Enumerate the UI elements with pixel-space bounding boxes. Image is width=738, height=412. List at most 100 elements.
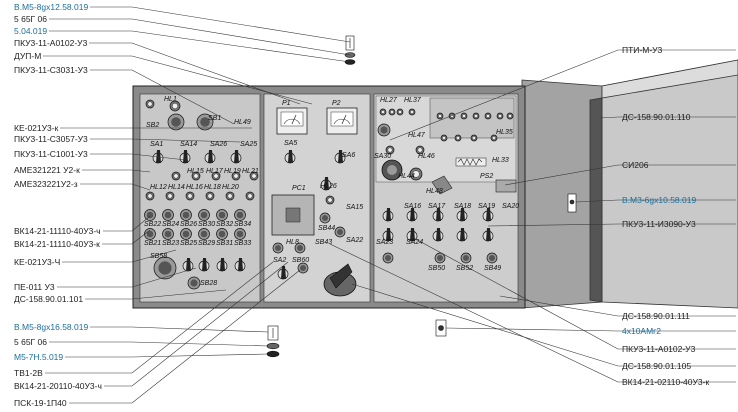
push-button <box>377 123 391 137</box>
leader-line <box>389 49 736 141</box>
indicator-lamp <box>396 108 404 116</box>
leader-line <box>49 18 351 56</box>
leader-line <box>45 261 274 374</box>
left-callout-label: 5 65Г 06 <box>14 14 47 24</box>
indicator-lamp <box>191 171 201 181</box>
indicator-lamp <box>472 112 480 120</box>
rivet-right <box>567 193 577 213</box>
leader-line <box>82 169 151 173</box>
designator-sa23: SA23 <box>376 239 393 246</box>
indicator-lamp <box>205 191 215 201</box>
indicator-lamp <box>171 171 181 181</box>
designator-hl8: HL8 <box>286 239 299 246</box>
designator-sb43: SB43 <box>315 239 332 246</box>
selector-switch <box>456 208 468 222</box>
designator-p2: P2 <box>332 100 341 107</box>
designator-sb50: SB50 <box>428 265 445 272</box>
indicator-lamp <box>225 191 235 201</box>
rivet-bottom <box>435 319 447 337</box>
ps2-block <box>495 179 517 193</box>
designator-sa25: SA25 <box>240 141 257 148</box>
designator-hl27: HL27 <box>380 97 398 104</box>
designator-sb21: SB21 <box>144 240 161 247</box>
designator-sa15: SA15 <box>346 204 363 211</box>
push-button <box>486 252 498 264</box>
indicator-lamp <box>409 167 423 181</box>
push-button <box>216 228 228 240</box>
push-button <box>167 113 185 131</box>
right-callout-label: В.М3-6gх10.58.019 <box>622 195 697 205</box>
indicator-lamp <box>506 112 514 120</box>
designator-sa17: SA17 <box>428 203 446 210</box>
designator-sb32: SB32 <box>216 221 233 228</box>
designator-sa16: SA16 <box>404 203 421 210</box>
screw-assembly-top <box>344 35 356 65</box>
leader-line <box>90 153 187 161</box>
leader-line <box>351 283 736 367</box>
designator-hl44: HL44 <box>398 173 415 180</box>
indicator-lamp <box>245 191 255 201</box>
leader-line <box>599 116 736 119</box>
indicator-lamp <box>379 108 387 116</box>
designator-pc1: PC1 <box>292 185 306 192</box>
left-callout-label: ПКУ3-11-С1001-У3 <box>14 149 88 159</box>
selector-switch <box>234 258 246 272</box>
designator-sb2: SB2 <box>146 122 159 129</box>
leader-line <box>62 249 177 263</box>
right-callout-label: 4х10АМг2 <box>622 326 662 336</box>
right-callout-label: ДС-158.90.01.105 <box>622 361 692 371</box>
push-button <box>180 209 192 221</box>
designator-sa19: SA19 <box>478 203 495 210</box>
designator-hl49: HL49 <box>234 119 251 126</box>
designator-sb25: SB25 <box>180 240 197 247</box>
leader-line <box>575 199 736 203</box>
leader-line <box>329 243 736 383</box>
designator-sb34: SB34 <box>234 221 251 228</box>
right-callout-label: ДС-158.90.01.110 <box>622 112 691 122</box>
designator-sb49: SB49 <box>484 265 501 272</box>
screw-assembly-bottom <box>266 325 280 358</box>
selector-switch <box>320 177 332 191</box>
leader-line <box>69 269 301 404</box>
indicator-lamp <box>385 145 395 155</box>
designator-hl37: HL37 <box>404 97 422 104</box>
push-button <box>319 212 331 224</box>
leader-line <box>90 6 351 43</box>
push-button <box>187 276 201 290</box>
right-callout-label: ДС-158.90.01.111 <box>622 311 690 321</box>
selector-switch <box>334 150 346 164</box>
left-callout-label: В.М5-8gх16.58.019 <box>14 322 89 332</box>
designator-sb28: SB28 <box>200 280 217 287</box>
designator-hl17: HL17 <box>206 168 224 175</box>
designator-sa14: SA14 <box>180 141 197 148</box>
leader-line <box>90 326 269 333</box>
indicator-lamp <box>440 134 448 142</box>
indicator-lamp <box>388 108 396 116</box>
designator-sb26: SB26 <box>180 221 197 228</box>
sb43-rotary <box>323 263 357 297</box>
indicator-lamp <box>169 100 181 112</box>
leader-lines <box>43 6 736 404</box>
designator-sa1: SA1 <box>150 141 163 148</box>
right-callout-label: СИ206 <box>622 160 649 170</box>
designator-sb31: SB31 <box>216 240 233 247</box>
designator-sb58: SB58 <box>150 253 167 260</box>
selector-switch <box>216 258 228 272</box>
left-callout-label: ДУП-М <box>14 51 42 61</box>
leader-line <box>104 261 289 387</box>
indicator-lamp <box>211 171 221 181</box>
left-callout-label: АМЕ323221У2-з <box>14 179 78 189</box>
selector-switch <box>284 150 296 164</box>
left-callout-label: ТВ1-2В <box>14 368 43 378</box>
indicator-lamp <box>490 134 498 142</box>
leader-line <box>43 55 313 105</box>
leader-line <box>57 267 197 288</box>
leader-line <box>49 30 351 63</box>
indicator-lamp <box>484 112 492 120</box>
left-callout-label: ПСК-19-1П40 <box>14 398 67 408</box>
push-button <box>162 228 174 240</box>
left-callout-label: ВК14-21-11110-40У3-ч <box>14 226 101 236</box>
selector-switch <box>198 258 210 272</box>
designator-sa18: SA18 <box>454 203 471 210</box>
